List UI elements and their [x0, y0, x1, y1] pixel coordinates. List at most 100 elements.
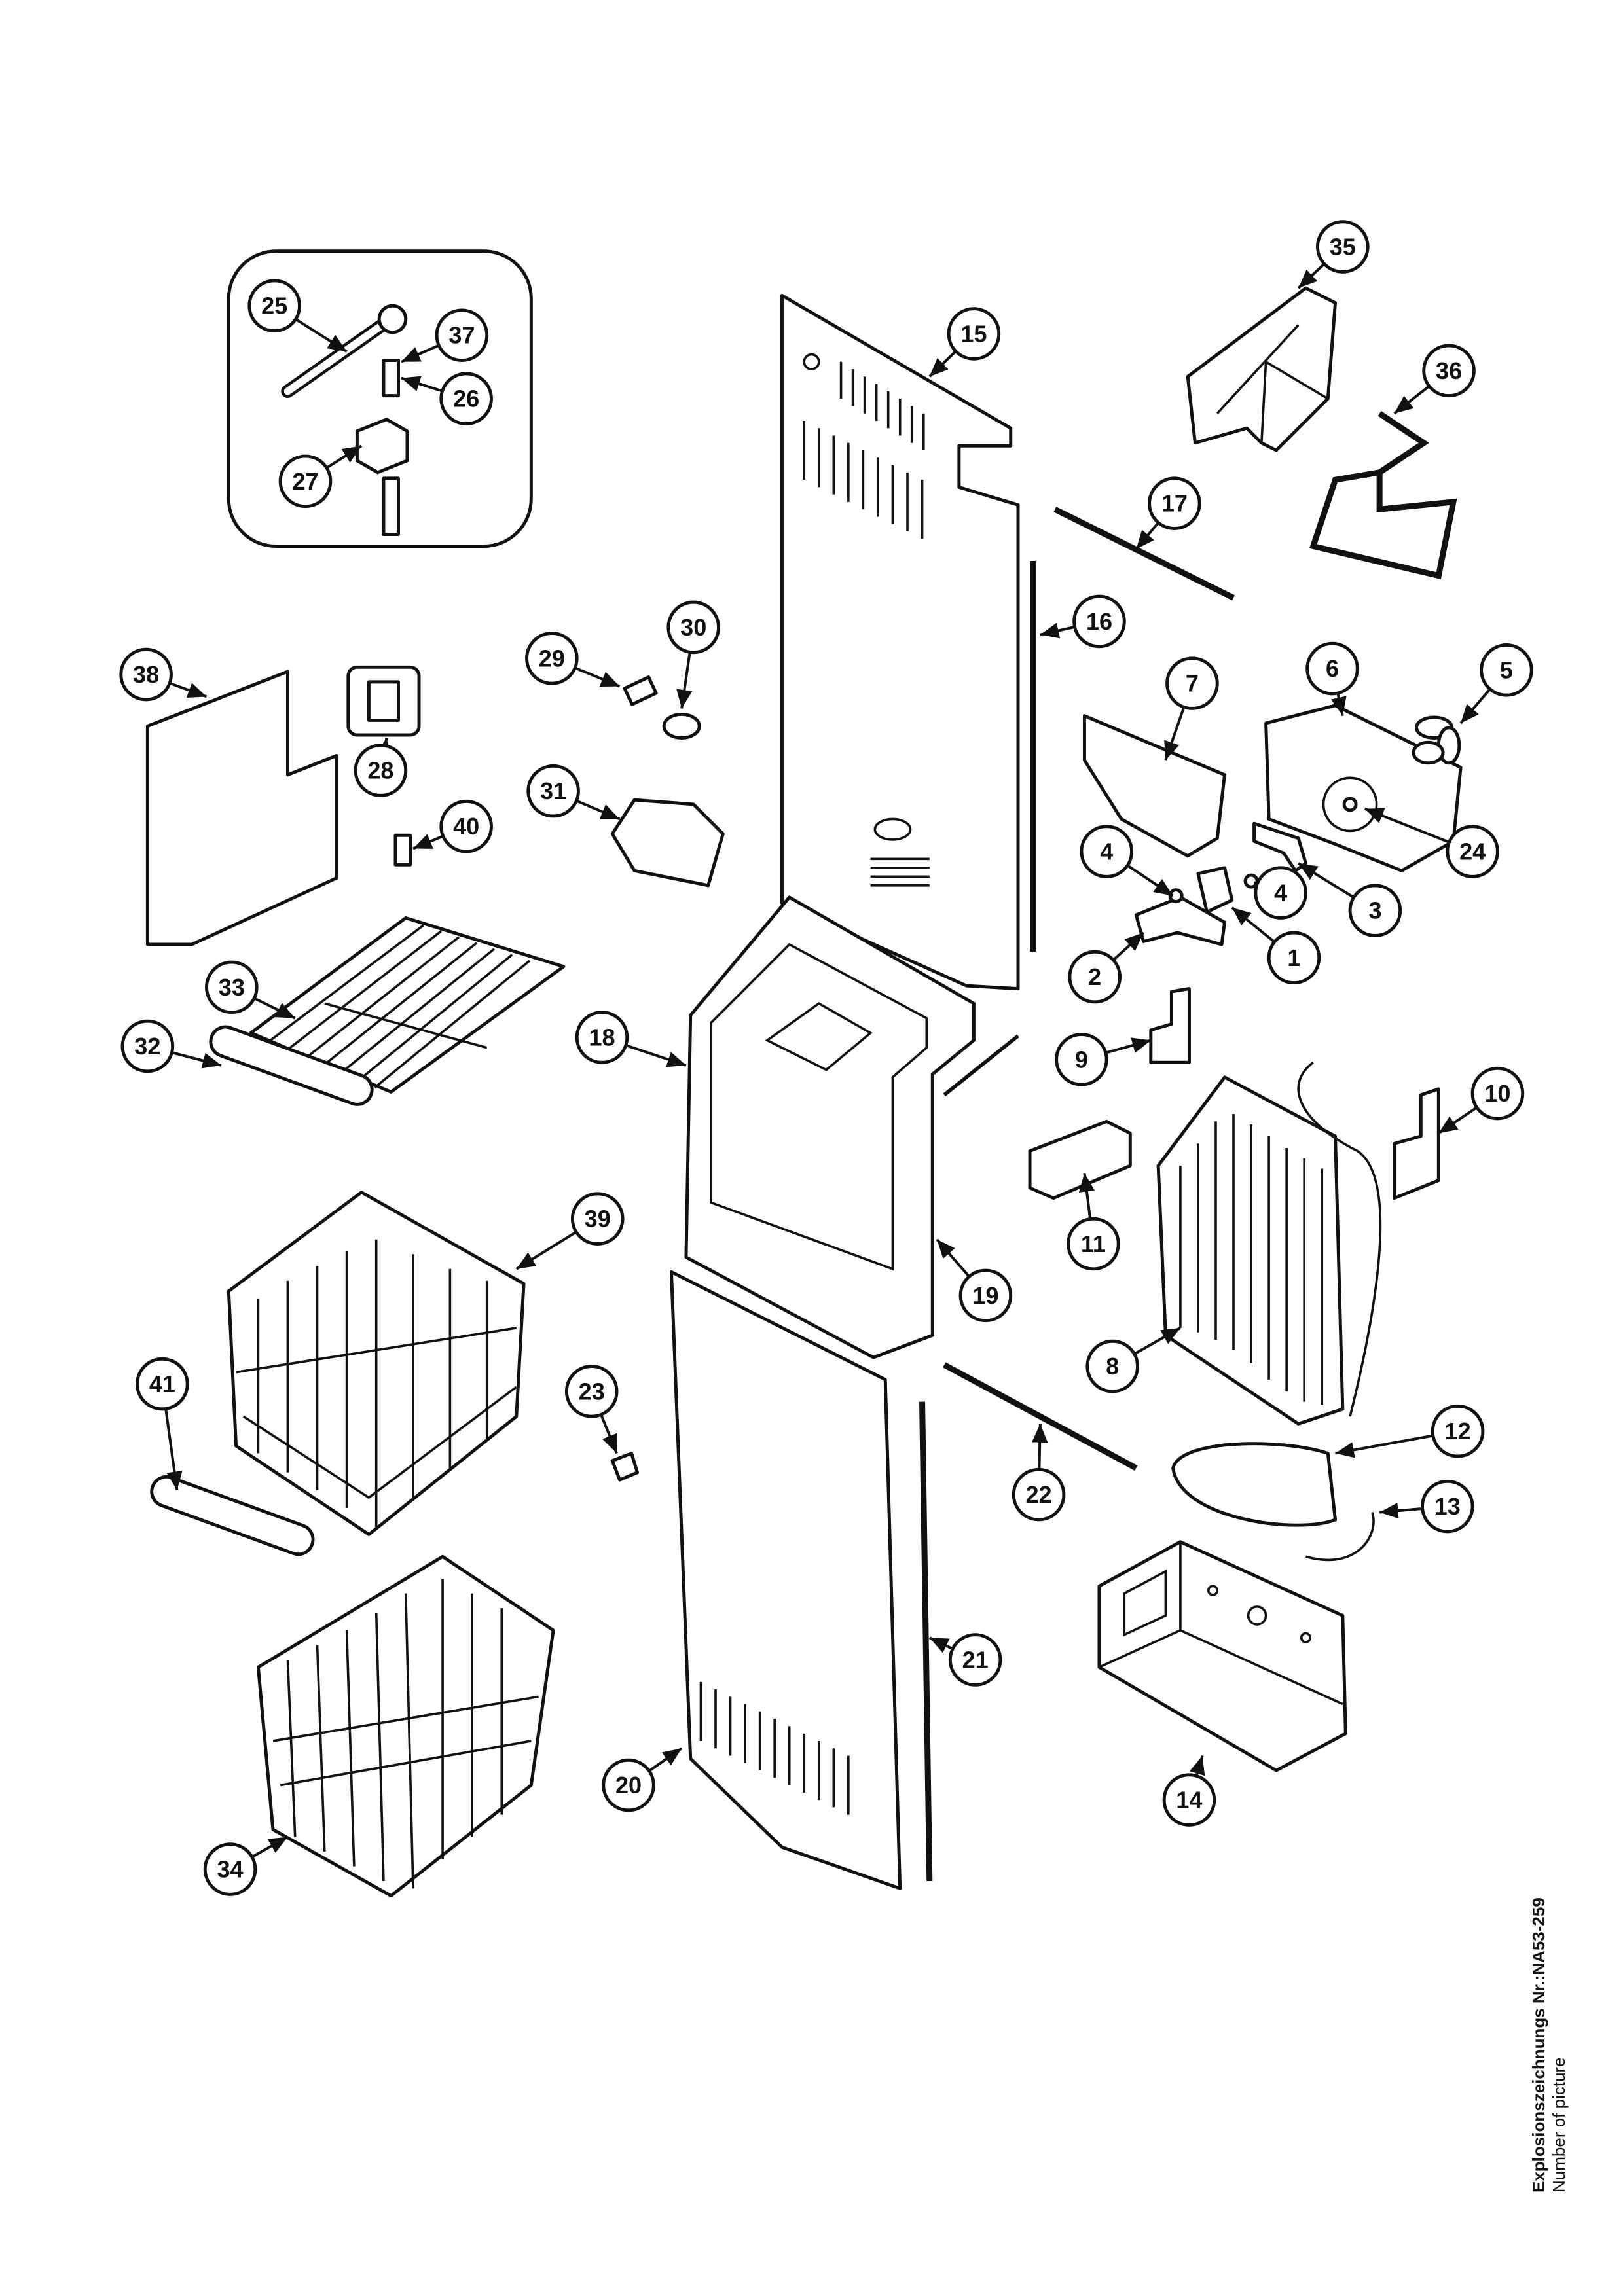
callout-circle	[247, 279, 301, 332]
leader-line	[1105, 1037, 1152, 1054]
callout-26: 26	[439, 372, 493, 425]
leader-line	[325, 444, 363, 469]
fan-blade-5	[1412, 715, 1461, 765]
callout-circle	[1080, 825, 1134, 878]
callout-circle	[1072, 594, 1126, 649]
leader-line	[1393, 385, 1431, 415]
callout-number: 35	[1330, 234, 1356, 260]
leader-line	[1078, 1173, 1095, 1219]
callout-20: 20	[602, 1758, 655, 1812]
callout-9: 9	[1055, 1032, 1108, 1086]
callout-circle	[439, 372, 493, 425]
leader-line	[1032, 1424, 1048, 1470]
callout-number: 24	[1459, 838, 1486, 865]
leader-line	[1133, 1327, 1181, 1355]
bracket-10	[1393, 1087, 1440, 1200]
callout-circle	[948, 1633, 1002, 1687]
spacer-40	[393, 833, 412, 867]
callout-11: 11	[1067, 1217, 1120, 1271]
callout-number: 34	[217, 1856, 244, 1883]
callout-24: 24	[1446, 825, 1499, 878]
callout-number: 17	[1161, 490, 1188, 517]
callout-28: 28	[354, 744, 408, 797]
callout-circle	[119, 647, 173, 702]
callout-number: 12	[1445, 1418, 1471, 1444]
callout-38: 38	[119, 647, 173, 702]
callout-circle	[1348, 884, 1402, 937]
callout-circle	[1446, 825, 1499, 878]
callout-number: 16	[1086, 608, 1112, 635]
leader-line	[625, 1044, 687, 1067]
heater-12	[1171, 1442, 1338, 1527]
callout-circle	[1012, 1467, 1066, 1522]
strip-21	[919, 1401, 933, 1882]
bracket-9	[1149, 987, 1191, 1064]
callout-circle	[666, 600, 720, 655]
callout-21: 21	[948, 1633, 1002, 1687]
callout-circle	[1470, 1066, 1525, 1121]
callout-number: 15	[960, 320, 987, 347]
callout-circle	[203, 1842, 257, 1896]
callout-29: 29	[525, 632, 579, 685]
bulb-30	[662, 712, 701, 740]
callout-31: 31	[526, 764, 580, 818]
leader-line	[1164, 706, 1186, 761]
strip-22	[943, 1362, 1138, 1471]
callout-22: 22	[1012, 1467, 1066, 1522]
callout-39: 39	[570, 1192, 625, 1246]
callout-33: 33	[205, 960, 259, 1014]
callout-circle	[439, 799, 493, 853]
callout-27: 27	[278, 454, 333, 509]
callout-circle	[958, 1268, 1013, 1323]
callout-number: 11	[1081, 1230, 1106, 1257]
callout-19: 19	[958, 1268, 1013, 1323]
callout-number: 23	[579, 1378, 605, 1405]
callout-number: 25	[261, 293, 287, 319]
callout-number: 19	[972, 1282, 998, 1309]
callout-circle	[1480, 643, 1533, 697]
leader-line	[575, 799, 621, 821]
callout-number: 29	[539, 645, 565, 672]
leader-line	[1364, 807, 1450, 844]
water-tube-part	[281, 304, 409, 536]
leader-line	[1459, 688, 1491, 725]
callout-number: 2	[1088, 963, 1101, 990]
callout-number: 40	[453, 813, 479, 840]
callout-circle	[1055, 1032, 1108, 1086]
callout-number: 38	[133, 661, 159, 688]
callout-35: 35	[1316, 220, 1370, 274]
callout-6: 6	[1305, 641, 1359, 696]
callout-number: 32	[134, 1033, 160, 1060]
leader-line	[295, 317, 348, 353]
leader-line	[648, 1747, 683, 1772]
callout-circle	[1254, 866, 1307, 920]
callout-circle	[1316, 220, 1370, 274]
leader-line	[676, 652, 693, 709]
callout-number: 3	[1368, 897, 1381, 924]
callout-circle	[602, 1758, 655, 1812]
callout-1: 1	[1267, 931, 1321, 985]
roller-41	[150, 1475, 315, 1556]
leader-line	[412, 834, 444, 850]
leader-line	[600, 1414, 618, 1454]
callout-circle	[1068, 950, 1122, 1004]
callout-number: 4	[1274, 880, 1287, 906]
callout-37: 37	[435, 308, 489, 363]
leader-line	[574, 666, 621, 688]
leader-line	[1112, 931, 1144, 961]
callout-number: 13	[1434, 1493, 1461, 1520]
callout-number: 31	[540, 778, 566, 804]
callout-number: 22	[1026, 1481, 1052, 1508]
leader-line	[515, 1230, 577, 1270]
strip-17	[1053, 507, 1235, 601]
callout-10: 10	[1470, 1066, 1525, 1121]
leader-line	[169, 681, 208, 698]
callout-number: 18	[589, 1024, 615, 1050]
basket-34	[256, 1554, 555, 1898]
callout-number: 36	[1436, 357, 1462, 384]
callout-circle	[354, 744, 408, 797]
leader-line	[251, 1835, 289, 1858]
callout-number: 27	[292, 468, 318, 495]
callout-36: 36	[1422, 344, 1476, 398]
